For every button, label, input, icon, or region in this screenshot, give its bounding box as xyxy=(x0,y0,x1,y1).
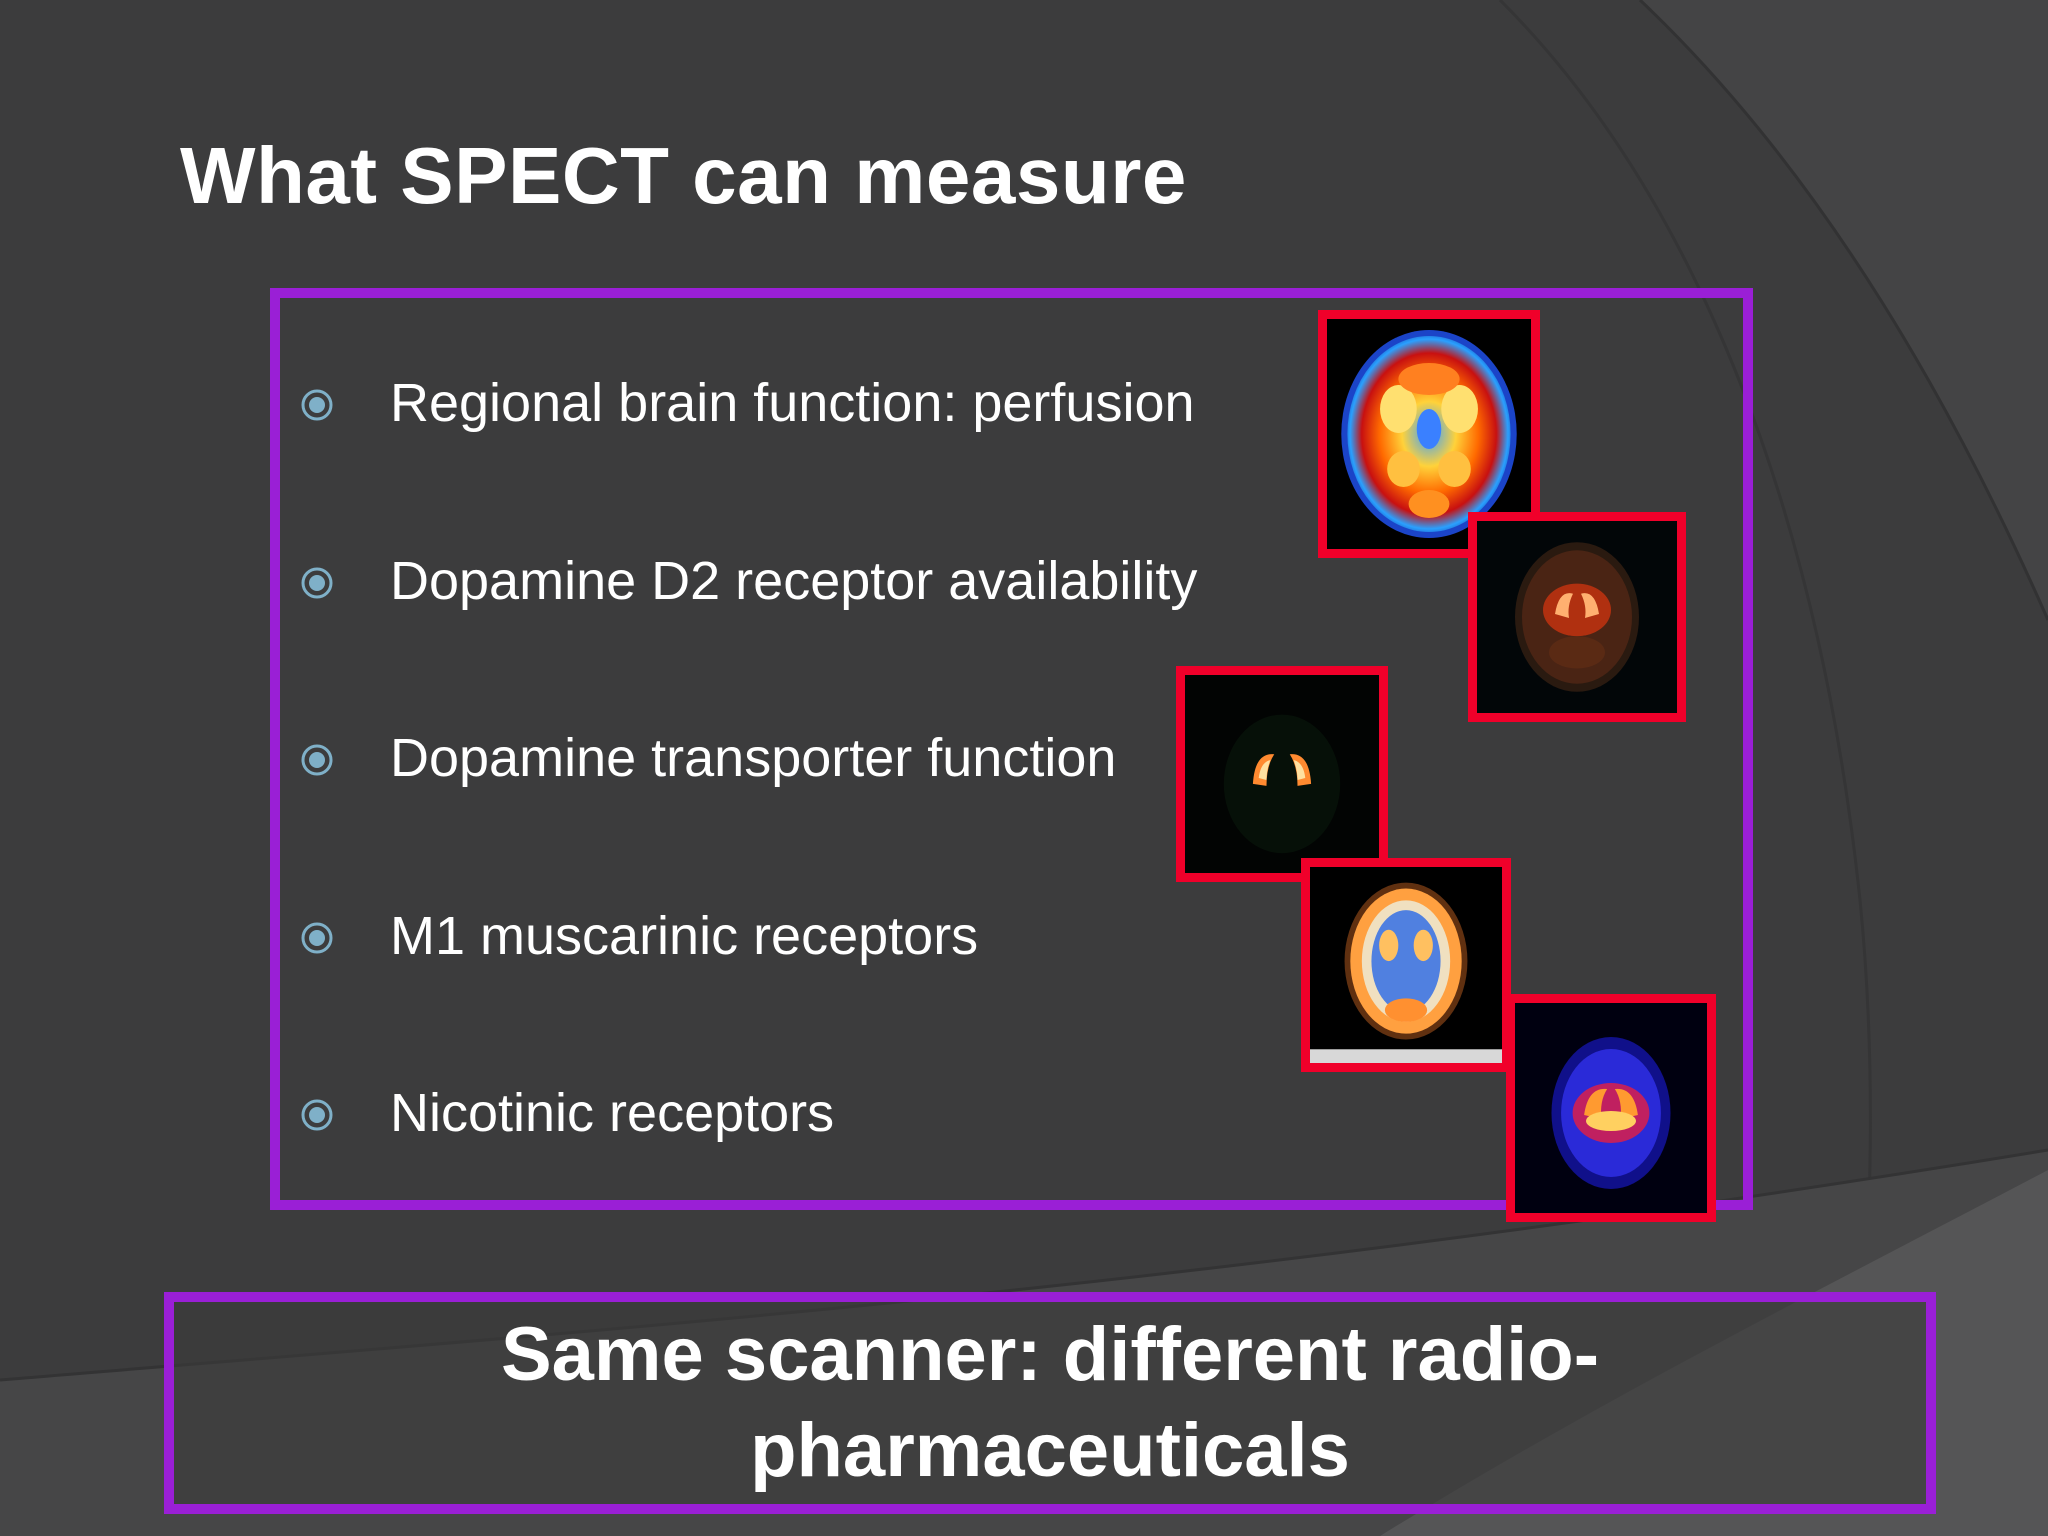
footer-frame: Same scanner: different radio-pharmaceut… xyxy=(164,1292,1936,1514)
bullet-circle-icon xyxy=(300,388,334,422)
footer-text: Same scanner: different radio-pharmaceut… xyxy=(500,1312,1600,1493)
bullet-item-dopamine-transporter: Dopamine transporter function xyxy=(300,699,1197,877)
d2-receptor-brain-scan-image xyxy=(1468,512,1686,722)
content-frame xyxy=(270,288,1753,1210)
bullet-text: Dopamine D2 receptor availability xyxy=(390,550,1198,611)
bullet-circle-icon xyxy=(300,566,334,600)
bullet-text: Regional brain function: perfusion xyxy=(390,373,1195,433)
dopamine-transporter-brain-scan-image xyxy=(1176,666,1388,882)
bullet-circle-icon xyxy=(300,921,334,955)
m1-muscarinic-brain-scan-image xyxy=(1301,858,1511,1072)
bullet-item-nicotinic: Nicotinic receptors xyxy=(300,1054,1197,1232)
bullet-item-m1-muscarinic: M1 muscarinic receptors xyxy=(300,877,1197,1055)
nicotinic-receptor-brain-scan-image xyxy=(1506,994,1716,1222)
perfusion-brain-scan-image xyxy=(1318,310,1540,558)
bullet-text: Dopamine transporter function xyxy=(390,728,1117,788)
slide-title: What SPECT can measure xyxy=(180,131,1187,220)
bullet-item-d2-receptor: Dopamine D2 receptor availability xyxy=(300,522,1197,700)
bullet-circle-icon xyxy=(300,1098,334,1132)
bullet-text: Nicotinic receptors xyxy=(390,1083,835,1143)
bullet-list: Regional brain function: perfusion Dopam… xyxy=(300,344,1197,1232)
bullet-text: M1 muscarinic receptors xyxy=(390,905,979,966)
bullet-circle-icon xyxy=(300,743,334,777)
bullet-item-perfusion: Regional brain function: perfusion xyxy=(300,344,1197,522)
